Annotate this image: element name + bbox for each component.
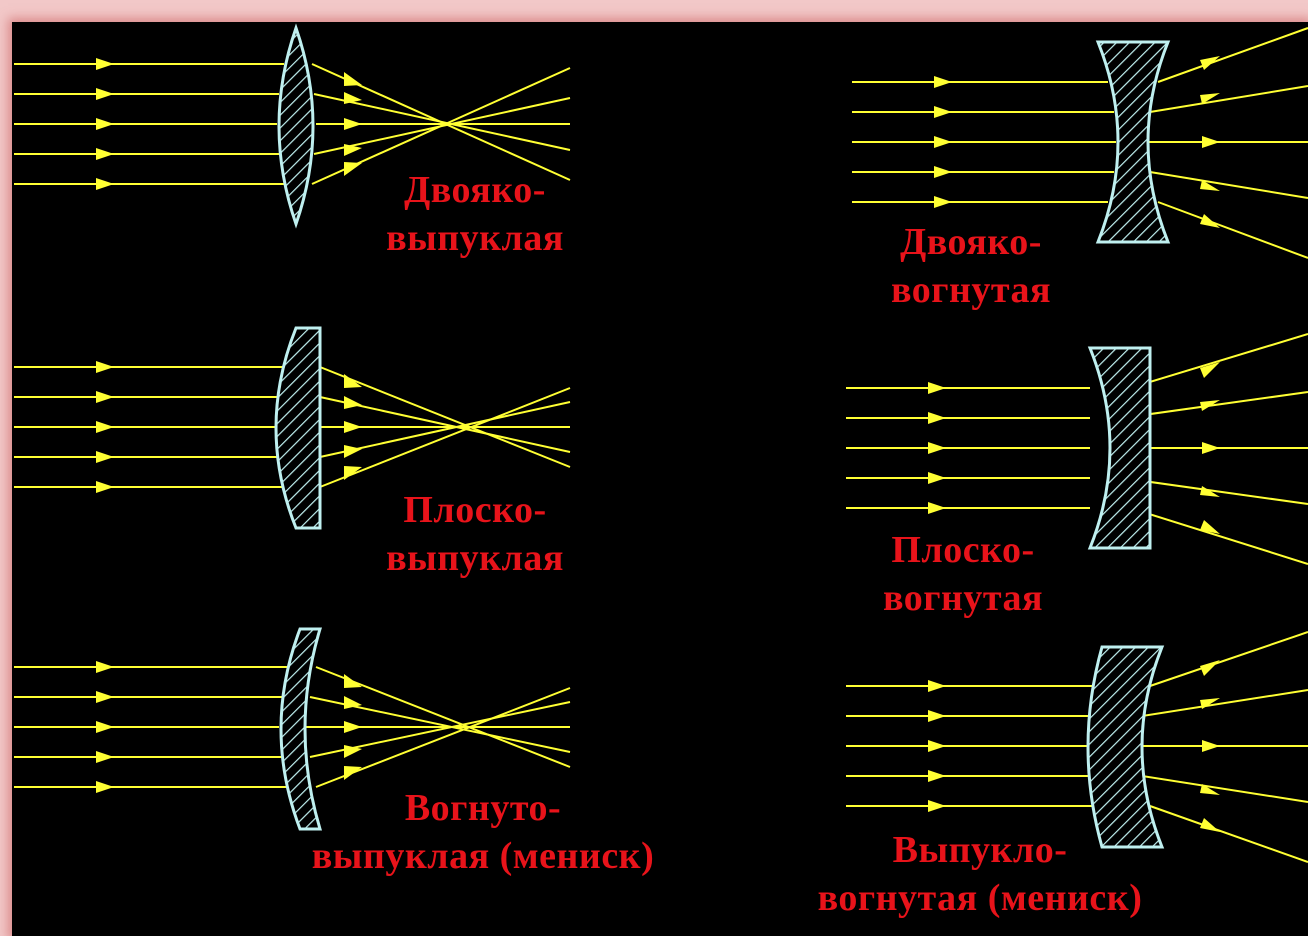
label-convex-meniscus: Вогнуто- выпуклая (мениск) <box>298 784 668 880</box>
planoconvex-arrow-icons <box>96 361 362 493</box>
label-planoconvex-line1: Плоско- <box>403 489 547 531</box>
label-concave-meniscus-line2: вогнутая (мениск) <box>817 877 1143 919</box>
planoconvex-refracted-rays <box>319 366 571 488</box>
biconcave-group <box>852 27 1308 259</box>
label-planoconcave-line1: Плоско- <box>891 529 1035 571</box>
biconcave-refracted-rays <box>1146 27 1308 259</box>
concave-meniscus-group <box>846 631 1308 863</box>
label-planoconcave-line2: вогнутая <box>882 577 1044 619</box>
biconvex-arrow-icons <box>96 58 362 190</box>
planoconvex-lens-icon <box>274 326 322 530</box>
biconvex-lens-icon <box>277 23 315 229</box>
convex-meniscus-arrow-icons <box>96 661 362 793</box>
biconcave-arrow-icons <box>934 56 1220 228</box>
label-concave-meniscus: Выпукло- вогнутая (мениск) <box>800 826 1160 922</box>
planoconcave-group <box>846 333 1308 565</box>
concave-meniscus-arrow-icons <box>928 660 1220 832</box>
convex-meniscus-lens-icon <box>279 627 323 831</box>
concave-meniscus-lens-icon <box>1086 645 1165 849</box>
label-convex-meniscus-line1: Вогнуто- <box>404 787 562 829</box>
planoconcave-incoming-rays <box>846 387 1090 509</box>
convex-meniscus-incoming-rays <box>14 666 292 788</box>
label-biconvex: Двояко- выпуклая <box>380 166 570 262</box>
biconvex-incoming-rays <box>14 63 284 185</box>
planoconvex-incoming-rays <box>14 366 290 488</box>
concave-meniscus-incoming-rays <box>846 685 1102 807</box>
biconcave-lens-icon <box>1095 40 1171 244</box>
label-biconcave-line1: Двояко- <box>900 221 1042 263</box>
planoconvex-group <box>14 326 571 530</box>
label-biconcave: Двояко- вогнутая <box>876 218 1066 314</box>
concave-meniscus-refracted-rays <box>1138 631 1308 863</box>
biconvex-group <box>14 23 571 229</box>
planoconcave-lens-icon <box>1087 346 1152 550</box>
biconcave-incoming-rays <box>852 81 1116 203</box>
label-concave-meniscus-line1: Выпукло- <box>892 829 1068 871</box>
label-planoconvex-line2: выпуклая <box>386 537 564 579</box>
label-planoconcave: Плоско- вогнутая <box>868 526 1058 622</box>
label-biconvex-line2: выпуклая <box>386 217 564 259</box>
convex-meniscus-group <box>14 627 571 831</box>
label-biconvex-line1: Двояко- <box>404 169 546 211</box>
label-planoconvex: Плоско- выпуклая <box>380 486 570 582</box>
label-convex-meniscus-line2: выпуклая (мениск) <box>311 835 655 877</box>
label-biconcave-line2: вогнутая <box>890 269 1052 311</box>
planoconcave-arrow-icons <box>928 362 1220 534</box>
